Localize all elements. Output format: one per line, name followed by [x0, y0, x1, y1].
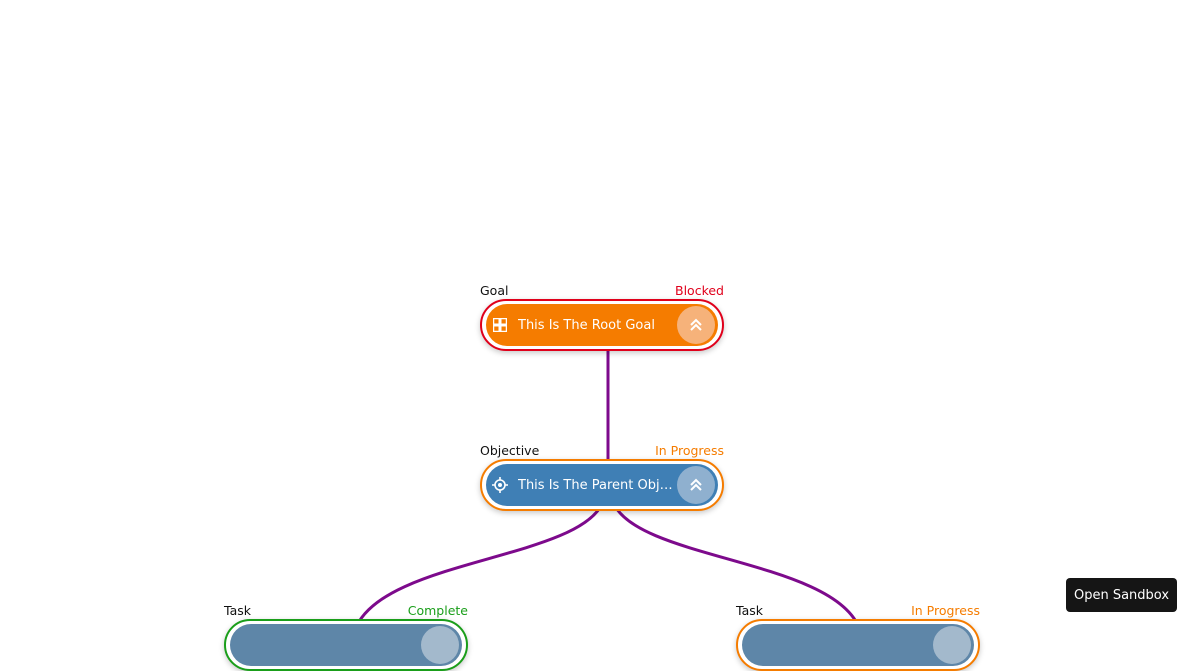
node-status-label: Blocked — [675, 283, 724, 298]
node-task-complete[interactable]: Task Complete — [224, 603, 468, 671]
node-type-label: Goal — [480, 283, 509, 298]
node-pill[interactable]: This Is The Parent Objective — [486, 464, 718, 506]
collapse-up-button[interactable] — [421, 626, 459, 664]
node-type-label: Task — [736, 603, 763, 618]
target-icon — [492, 477, 508, 493]
node-type-label: Task — [224, 603, 251, 618]
node-card[interactable] — [736, 619, 980, 671]
node-card[interactable]: This Is The Root Goal — [480, 299, 724, 351]
task-icon — [748, 637, 764, 653]
node-pill[interactable] — [230, 624, 462, 666]
collapse-up-icon — [690, 478, 702, 491]
task-icon — [236, 637, 252, 653]
node-title: This Is The Root Goal — [518, 317, 655, 333]
node-title: This Is The Parent Objective — [518, 477, 680, 493]
collapse-up-icon — [690, 318, 702, 331]
node-root-goal[interactable]: Goal Blocked This Is The Root Goal — [480, 283, 724, 351]
node-status-label: Complete — [407, 603, 468, 618]
collapse-up-button[interactable] — [933, 626, 971, 664]
node-status-label: In Progress — [655, 443, 724, 458]
node-type-label: Objective — [480, 443, 540, 458]
open-sandbox-button[interactable]: Open Sandbox — [1066, 578, 1177, 612]
node-pill[interactable]: This Is The Root Goal — [486, 304, 718, 346]
node-task-in-progress[interactable]: Task In Progress — [736, 603, 980, 671]
node-card[interactable] — [224, 619, 468, 671]
node-pill[interactable] — [742, 624, 974, 666]
node-status-label: In Progress — [911, 603, 980, 618]
goal-icon — [492, 317, 508, 333]
collapse-up-button[interactable] — [677, 306, 715, 344]
node-card[interactable]: This Is The Parent Objective — [480, 459, 724, 511]
node-parent-objective[interactable]: Objective In Progress This Is The Parent… — [480, 443, 724, 511]
collapse-up-button[interactable] — [677, 466, 715, 504]
